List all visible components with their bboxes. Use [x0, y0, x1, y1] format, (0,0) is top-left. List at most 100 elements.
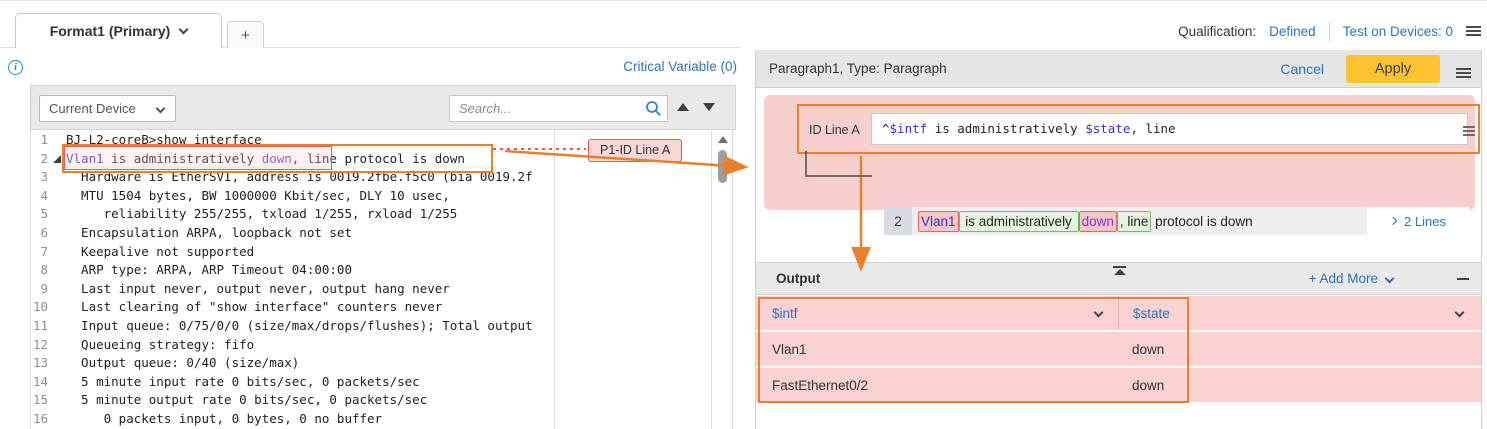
- critical-variable-link[interactable]: Critical Variable (0): [623, 59, 737, 74]
- code-segment: Last input never, output never, output h…: [66, 280, 450, 296]
- code-line[interactable]: 14 5 minute input rate 0 bits/sec, 0 pac…: [31, 373, 554, 392]
- code-line[interactable]: 15 5 minute output rate 0 bits/sec, 0 pa…: [31, 391, 554, 410]
- paragraph-id-tag[interactable]: P1-ID Line A: [588, 139, 683, 162]
- code-line[interactable]: 6 Encapsulation ARPA, loopback not set: [31, 224, 554, 243]
- code-segment: Keepalive not supported: [66, 243, 255, 259]
- code-line[interactable]: 8 ARP type: ARPA, ARP Timeout 04:00:00: [31, 261, 554, 280]
- code-segment: 5 minute output rate 0 bits/sec, 0 packe…: [66, 392, 428, 408]
- add-tab-button[interactable]: +: [227, 21, 264, 48]
- code-line[interactable]: 9 Last input never, output never, output…: [31, 280, 554, 299]
- expand-lines-label: 2 Lines: [1404, 213, 1446, 229]
- code-text: Last clearing of "show interface" counte…: [66, 299, 442, 314]
- match-segment: Vlan1: [918, 210, 959, 232]
- code-text: Keepalive not supported: [66, 244, 254, 259]
- scrollbar[interactable]: [711, 130, 732, 429]
- pattern-segment: $state: [1085, 121, 1131, 136]
- cell-state: down: [1132, 341, 1165, 357]
- qualification-value-link[interactable]: Defined: [1269, 23, 1316, 39]
- device-selector[interactable]: Current Device: [39, 95, 176, 122]
- line-number: 3: [40, 169, 48, 185]
- panel-menu-icon[interactable]: [1456, 67, 1471, 70]
- code-line[interactable]: 12 Queueing strategy: fifo: [31, 336, 554, 355]
- paragraph-editor-header: Paragraph1, Type: Paragraph Cancel Apply: [756, 50, 1481, 88]
- output-title: Output: [776, 271, 821, 286]
- cancel-button[interactable]: Cancel: [1280, 60, 1324, 77]
- scroll-up-icon[interactable]: [718, 136, 728, 143]
- code-text: Queueing strategy: fifo: [66, 337, 254, 352]
- chevron-down-icon[interactable]: [1454, 307, 1465, 318]
- line-number: 8: [40, 262, 48, 278]
- code-segment: Queueing strategy: fifo: [66, 336, 255, 352]
- code-line[interactable]: 3 Hardware is EtherSVI, address is 0019.…: [31, 168, 554, 187]
- code-segment: Vlan1: [66, 150, 104, 166]
- code-line[interactable]: 11 Input queue: 0/75/0/0 (size/max/drops…: [31, 317, 554, 336]
- pattern-input[interactable]: ^$intf is administratively $state, line: [871, 113, 1468, 145]
- code-segment: MTU 1504 bytes, BW 1000000 Kbit/sec, DLY…: [66, 187, 450, 203]
- code-segment: Last clearing of "show interface" counte…: [66, 299, 443, 315]
- chevron-down-icon[interactable]: [1093, 307, 1104, 318]
- code-text: Encapsulation ARPA, loopback not set: [66, 225, 352, 240]
- top-divider: [0, 0, 1487, 1]
- add-more-button[interactable]: + Add More: [1308, 271, 1395, 286]
- expand-lines-link[interactable]: 2 Lines: [1367, 207, 1469, 235]
- code-line[interactable]: 2 Vlan1 is administratively down, line pr…: [31, 150, 554, 169]
- tab-format1[interactable]: Format1 (Primary): [15, 13, 222, 48]
- output-section-header: Output + Add More: [756, 262, 1481, 295]
- line-number: 10: [32, 299, 48, 315]
- code-text: Hardware is EtherSVI, address is 0019.2f…: [66, 169, 533, 184]
- scrollbar-thumb[interactable]: [718, 150, 727, 183]
- chevron-down-icon: [1384, 273, 1395, 284]
- code-line[interactable]: 16 0 packets input, 0 bytes, 0 no buffer: [31, 410, 554, 429]
- line-number: 12: [32, 336, 48, 352]
- apply-button[interactable]: Apply: [1346, 54, 1440, 83]
- code-text: reliability 255/255, txload 1/255, rxloa…: [66, 206, 458, 222]
- divider: [1328, 21, 1330, 41]
- cell-intf: Vlan1: [772, 341, 807, 357]
- minimize-icon[interactable]: [1457, 278, 1469, 280]
- paragraph-title: Paragraph1, Type: Paragraph: [769, 61, 947, 76]
- chevron-down-icon[interactable]: [178, 24, 189, 35]
- match-segment: is administratively: [958, 210, 1079, 232]
- code-line[interactable]: 13 Output queue: 0/40 (size/max): [31, 354, 554, 373]
- code-segment: 0 packets input, 0 bytes, 0 no buffer: [66, 410, 383, 426]
- code-segment: reliability 255/255, txload 1/255, rxloa…: [66, 206, 458, 222]
- column-header-state[interactable]: $state: [1118, 296, 1481, 330]
- find-next-button[interactable]: [703, 103, 715, 111]
- annotation-gutter-divider: [554, 130, 555, 429]
- code-line[interactable]: 10 Last clearing of "show interface" cou…: [31, 298, 554, 317]
- menu-icon[interactable]: [1466, 26, 1481, 28]
- info-icon[interactable]: i: [8, 60, 23, 75]
- device-selector-value: Current Device: [49, 101, 136, 116]
- pattern-segment: $intf: [889, 121, 928, 136]
- search-input[interactable]: [449, 95, 668, 122]
- add-more-label: + Add More: [1308, 271, 1378, 286]
- drag-handle-icon[interactable]: [1463, 126, 1475, 128]
- code-segment: is administratively: [103, 150, 262, 166]
- code-segment: Hardware is EtherSVI, address is 0019.2f…: [66, 169, 533, 185]
- code-line[interactable]: 4 MTU 1504 bytes, BW 1000000 Kbit/sec, D…: [31, 187, 554, 206]
- code-text: Vlan1 is administratively down, line pro…: [66, 151, 465, 166]
- search-icon[interactable]: [645, 100, 662, 117]
- code-line[interactable]: 7 Keepalive not supported: [31, 243, 554, 262]
- code-text: ARP type: ARPA, ARP Timeout 04:00:00: [66, 262, 352, 277]
- matched-line-row[interactable]: 2 Vlan1 is administratively down, line p…: [884, 207, 1469, 235]
- test-on-devices-link[interactable]: Test on Devices: 0: [1342, 23, 1453, 39]
- match-segment: , line: [1116, 210, 1152, 232]
- find-previous-button[interactable]: [677, 103, 689, 111]
- code-segment: 5 minute input rate 0 bits/sec, 0 packet…: [66, 373, 420, 389]
- column-header-intf[interactable]: $intf: [756, 296, 1118, 330]
- line-number: 5: [40, 206, 48, 222]
- cell-state: down: [1132, 377, 1165, 393]
- table-row[interactable]: Vlan1 down: [756, 332, 1481, 366]
- search-box: [449, 95, 668, 122]
- line-number: 2: [40, 150, 48, 166]
- tab-bar-underline: [0, 47, 740, 48]
- code-text: 5 minute input rate 0 bits/sec, 0 packet…: [66, 374, 420, 389]
- code-line[interactable]: 5 reliability 255/255, txload 1/255, rxl…: [31, 205, 554, 224]
- line-number: 1: [40, 132, 48, 147]
- collapse-icon[interactable]: [1113, 266, 1126, 275]
